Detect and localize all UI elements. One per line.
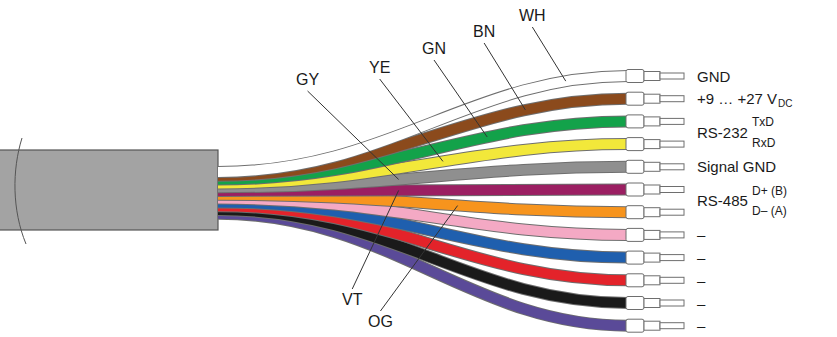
signal-name: D+ (B) — [752, 185, 787, 197]
leader-line — [352, 190, 398, 289]
unit-subscript: DC — [778, 99, 792, 109]
unused-mark: – — [697, 250, 705, 265]
wire-outline — [218, 76, 628, 172]
ferrule-sleeve — [644, 94, 660, 103]
interface-name: RS-485 — [697, 193, 748, 208]
cable-sheath — [0, 150, 218, 230]
ferrule-collar — [626, 297, 644, 310]
ferrule-pin — [660, 232, 684, 238]
ferrule-collar — [626, 115, 644, 128]
ferrule-pin — [660, 164, 684, 170]
ferrule-pin — [660, 141, 684, 147]
ferrule-sleeve — [644, 208, 660, 217]
ferrule-pin — [660, 300, 684, 306]
ferrule-collar — [626, 70, 644, 83]
unused-mark: – — [697, 296, 705, 311]
unused-mark: – — [697, 227, 705, 242]
signal-name: TxD — [752, 116, 774, 128]
ferrule-pin — [660, 277, 684, 283]
ferrule-sleeve — [644, 230, 660, 239]
ferrule-pin — [660, 209, 684, 215]
ferrule-sleeve — [644, 117, 660, 126]
signal-name: GND — [697, 69, 730, 84]
signal-name: +9 … +27 V — [697, 91, 777, 106]
ferrule-pin — [660, 118, 684, 124]
leader-line — [434, 60, 487, 137]
interface-name: RS-232 — [697, 125, 748, 140]
wire-color-code: VT — [342, 292, 362, 308]
ferrule-sleeve — [644, 185, 660, 194]
ferrule-collar — [626, 183, 644, 196]
wire-color-code: BN — [473, 24, 495, 40]
leader-line — [380, 206, 457, 311]
ferrule-sleeve — [644, 276, 660, 285]
leader-line — [380, 79, 443, 161]
ferrule-sleeve — [644, 72, 660, 81]
ferrule-collar — [626, 92, 644, 105]
signal-name: RxD — [752, 137, 775, 149]
leader-line — [308, 91, 399, 179]
wire-color-code: GN — [422, 41, 446, 57]
ferrule-pin — [660, 323, 684, 329]
ferrule-sleeve — [644, 140, 660, 149]
ferrule-pin — [660, 255, 684, 261]
ferrule-collar — [626, 160, 644, 173]
unused-mark: – — [697, 318, 705, 333]
unused-mark: – — [697, 273, 705, 288]
signal-name: Signal GND — [697, 159, 776, 174]
ferrule-sleeve — [644, 299, 660, 308]
ferrule-collar — [626, 274, 644, 287]
ferrule-pin — [660, 187, 684, 193]
ferrule-collar — [626, 228, 644, 241]
ferrule-sleeve — [644, 162, 660, 171]
ferrule-sleeve — [644, 253, 660, 262]
signal-name: D– (A) — [752, 205, 787, 217]
ferrule-pin — [660, 73, 684, 79]
leader-line — [484, 43, 525, 110]
ferrule-collar — [626, 319, 644, 332]
ferrule-collar — [626, 251, 644, 264]
ferrule-collar — [626, 206, 644, 219]
wire — [218, 76, 628, 172]
ferrule-pin — [660, 96, 684, 102]
wire-color-code: OG — [368, 314, 393, 330]
wire-color-code: YE — [369, 60, 390, 76]
wire-color-code: WH — [519, 8, 546, 24]
wire — [218, 195, 628, 212]
leader-line — [532, 27, 565, 81]
wire-color-code: GY — [296, 72, 319, 88]
ferrule-sleeve — [644, 321, 660, 330]
wire-outline — [218, 195, 628, 212]
ferrule-collar — [626, 138, 644, 151]
cable-cut-line — [15, 138, 26, 244]
